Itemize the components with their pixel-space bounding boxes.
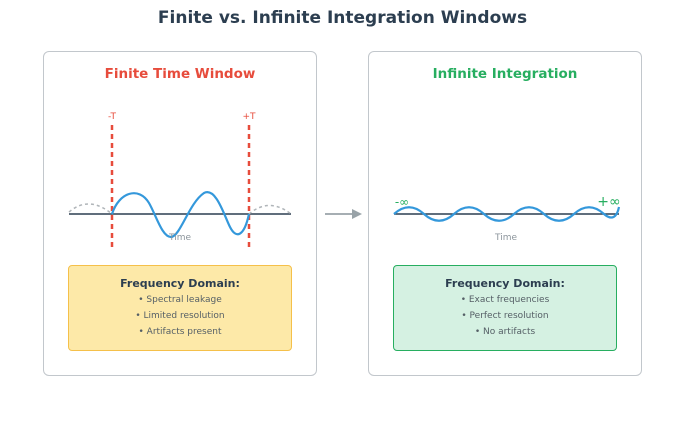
infinite-frequency-domain-box: Frequency Domain: • Exact frequencies • … — [393, 265, 617, 351]
finite-window-panel: Finite Time Window -T +T Time Frequency … — [43, 51, 317, 376]
window-end-label: +T — [242, 112, 256, 122]
infinite-panel-title: Infinite Integration — [432, 66, 578, 82]
truncated-wave-right — [248, 204, 292, 215]
finite-info-item: • Spectral leakage — [138, 295, 222, 305]
finite-info-item: • Artifacts present — [138, 327, 222, 337]
infinite-info-item: • Perfect resolution — [461, 311, 549, 321]
plus-infinity-label: +∞ — [597, 194, 620, 210]
finite-waveform-diagram: -T +T Time — [68, 112, 292, 247]
finite-info-item: • Limited resolution — [135, 311, 225, 321]
infinite-info-item: • Exact frequencies — [460, 295, 550, 305]
truncated-wave-left — [68, 203, 113, 215]
transition-arrow-icon — [325, 209, 362, 219]
finite-panel-title: Finite Time Window — [104, 66, 256, 82]
infinite-time-axis-label: Time — [494, 233, 517, 243]
infinite-waveform-diagram: -∞ +∞ Time — [393, 194, 621, 243]
infinite-integration-panel: Infinite Integration -∞ +∞ Time Frequenc… — [368, 51, 642, 376]
finite-time-axis-label: Time — [168, 233, 191, 243]
window-start-label: -T — [108, 112, 116, 122]
finite-info-title: Frequency Domain: — [120, 277, 240, 290]
page-title: Finite vs. Infinite Integration Windows — [157, 8, 528, 28]
infinite-info-item: • No artifacts — [474, 327, 536, 337]
continuous-signal-wave — [393, 206, 621, 222]
finite-frequency-domain-box: Frequency Domain: • Spectral leakage • L… — [68, 265, 292, 351]
windowed-signal-wave — [110, 191, 251, 239]
infinite-info-title: Frequency Domain: — [445, 277, 565, 290]
minus-infinity-label: -∞ — [395, 195, 409, 209]
